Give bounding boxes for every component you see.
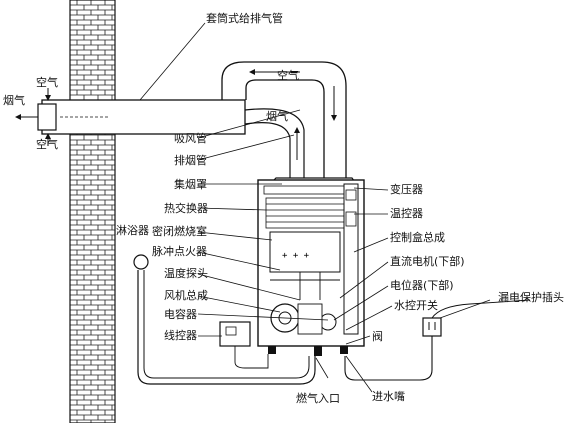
label-air-left-lower: 空气 bbox=[36, 138, 58, 151]
label-wire-controller: 线控器 bbox=[164, 329, 197, 342]
label-leakage-plug: 漏电保护插头 bbox=[498, 291, 564, 304]
sleeve-pipe-bend bbox=[221, 61, 347, 180]
leakage-plug-body bbox=[422, 317, 442, 337]
label-air-top: 空气 bbox=[277, 69, 299, 82]
label-intake-pipe: 吸风管 bbox=[174, 132, 207, 145]
label-sealed-chamber: 密闭燃烧室 bbox=[152, 225, 207, 238]
brick-wall bbox=[69, 0, 116, 423]
label-exhaust-pipe: 排烟管 bbox=[174, 154, 207, 167]
label-thermostat: 温控器 bbox=[390, 207, 423, 220]
label-valve: 阀 bbox=[372, 330, 383, 343]
label-pulse-igniter: 脉冲点火器 bbox=[152, 245, 207, 258]
label-smoke-hood: 集烟罩 bbox=[174, 178, 207, 191]
label-shower: 淋浴器 bbox=[116, 224, 149, 237]
shower-hose bbox=[137, 270, 316, 385]
combustion-chamber bbox=[269, 231, 341, 273]
label-control-box: 控制盒总成 bbox=[390, 231, 445, 244]
heat-exchanger-fins bbox=[265, 197, 355, 229]
label-sleeve-pipe: 套筒式给排气管 bbox=[206, 12, 283, 25]
label-heat-exchanger: 热交换器 bbox=[164, 202, 208, 215]
svg-text:+ + +: + + + bbox=[282, 251, 310, 261]
label-air-left-upper: 空气 bbox=[36, 76, 58, 89]
label-fan-assembly: 风机总成 bbox=[164, 289, 208, 302]
label-capacitor: 电容器 bbox=[164, 308, 197, 321]
label-potentiometer: 电位器(下部) bbox=[390, 279, 454, 292]
label-transformer: 变压器 bbox=[390, 183, 423, 196]
label-flue-gas-left: 烟气 bbox=[3, 94, 25, 107]
label-dc-motor: 直流电机(下部) bbox=[390, 255, 465, 268]
pipe-end-cap bbox=[37, 103, 57, 131]
label-water-switch: 水控开关 bbox=[394, 299, 438, 312]
label-water-inlet: 进水嘴 bbox=[372, 390, 405, 403]
label-temp-probe: 温度探头 bbox=[164, 267, 208, 280]
label-flue-gas-mid: 烟气 bbox=[266, 110, 288, 123]
shower-head bbox=[133, 254, 149, 270]
label-gas-inlet: 燃气入口 bbox=[296, 392, 340, 405]
